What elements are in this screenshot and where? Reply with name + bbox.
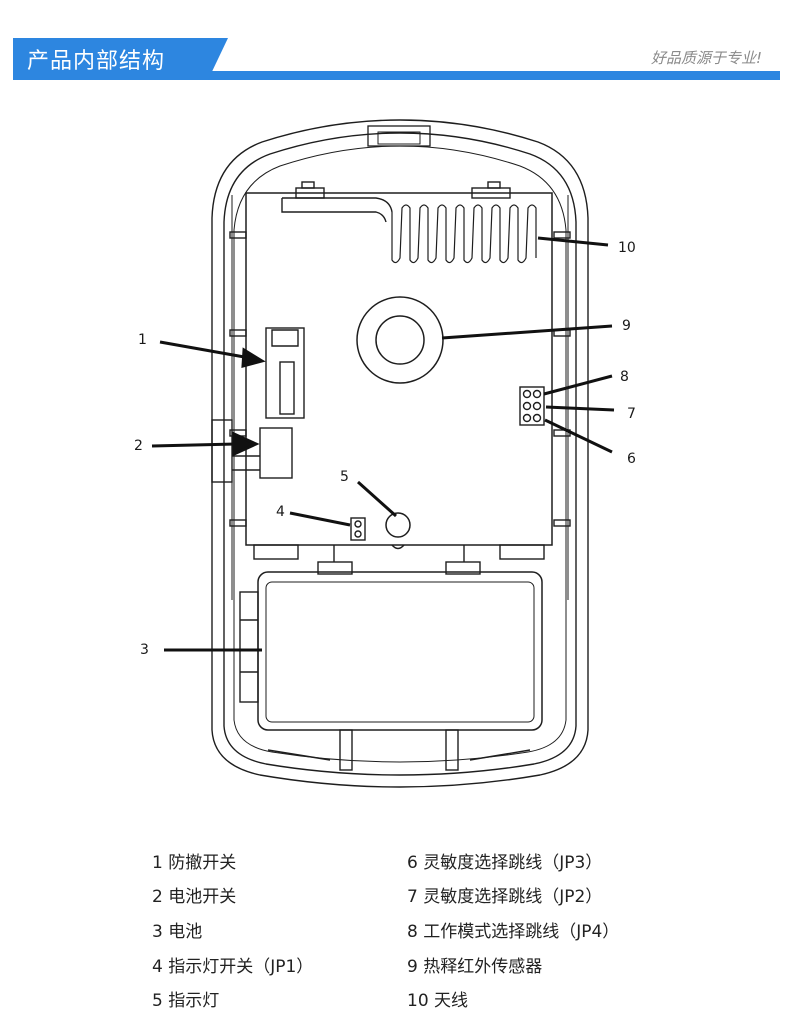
leader-8 (543, 374, 613, 396)
pir-sensor-inner (375, 315, 425, 365)
leader-2 (151, 442, 237, 448)
leader-1 (159, 340, 251, 360)
legend-item-8: 8 工作模式选择跳线（JP4） (407, 922, 620, 942)
legend-item-4: 4 指示灯开关（JP1） (152, 957, 314, 977)
jumper-block (519, 386, 545, 426)
legend-item-2: 2 电池开关 (152, 887, 237, 907)
leader-6 (544, 418, 613, 454)
pir-sensor-outer (356, 296, 444, 384)
leader-5 (356, 480, 398, 518)
title-tab: 产品内部结构 (13, 38, 228, 80)
battery (257, 571, 543, 731)
slogan: 好品质源于专业! (650, 49, 762, 67)
legend-item-5: 5 指示灯 (152, 991, 220, 1011)
legend-item-10: 10 天线 (407, 991, 469, 1011)
housing-outer (211, 119, 589, 788)
callout-8: 8 (620, 369, 629, 385)
callout-6: 6 (627, 451, 636, 467)
section-header: 产品内部结构 好品质源于专业! (13, 38, 780, 80)
header-underline (13, 71, 780, 80)
section-title: 产品内部结构 (27, 49, 166, 74)
circuit-board (245, 192, 553, 546)
tamper-switch (265, 327, 305, 419)
callout-4: 4 (276, 504, 285, 520)
callout-10: 10 (618, 240, 636, 256)
antenna-coil (391, 204, 537, 264)
legend-item-9: 9 热释红外传感器 (407, 957, 543, 977)
callout-3: 3 (140, 642, 149, 658)
legend-item-6: 6 灵敏度选择跳线（JP3） (407, 853, 603, 873)
callout-2: 2 (134, 438, 143, 454)
leader-4 (289, 511, 351, 527)
indicator-led (385, 512, 411, 538)
battery-switch (259, 427, 293, 479)
callout-7: 7 (627, 406, 636, 422)
callout-9: 9 (622, 318, 631, 334)
leader-7 (545, 405, 615, 412)
housing-inner (223, 132, 577, 776)
leader-10 (537, 236, 609, 247)
legend-item-1: 1 防撤开关 (152, 853, 237, 873)
led-jumper (350, 517, 366, 541)
leader-9 (441, 324, 613, 340)
legend-item-7: 7 灵敏度选择跳线（JP2） (407, 887, 603, 907)
legend-item-3: 3 电池 (152, 922, 203, 942)
callout-1: 1 (138, 332, 147, 348)
callout-5: 5 (340, 469, 349, 485)
